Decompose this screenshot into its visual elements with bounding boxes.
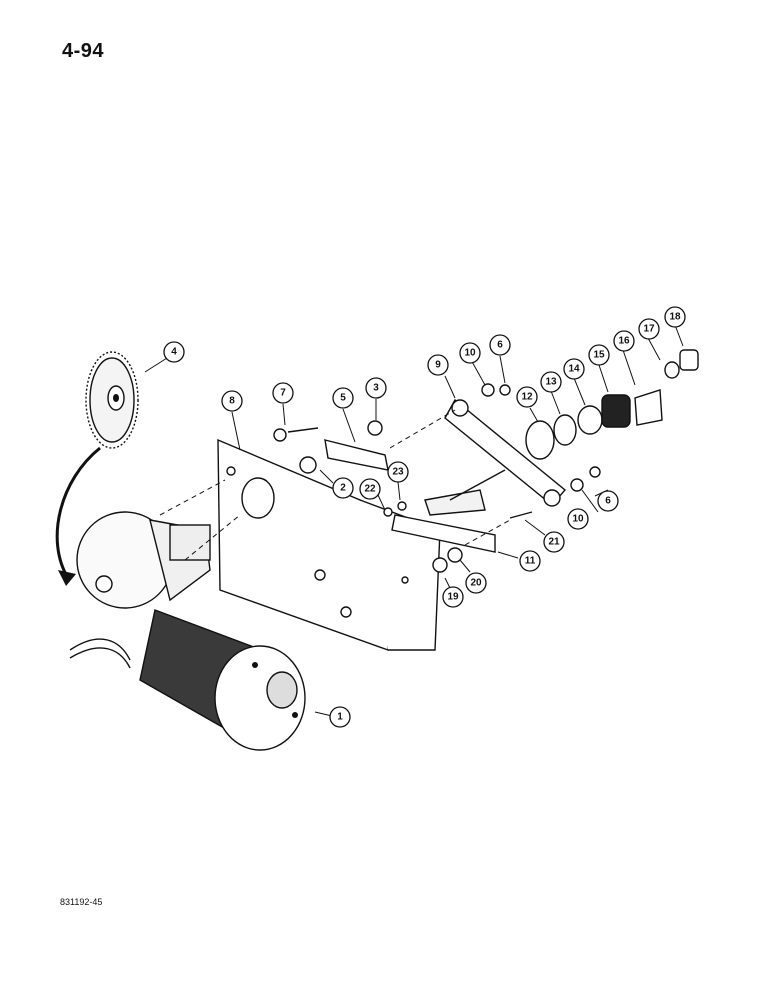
callout-label: 6 (605, 496, 611, 507)
motor-gearbox (69, 511, 211, 669)
callout-2: 2 (332, 477, 354, 499)
assembly-arrowhead (58, 570, 76, 586)
callout-20: 20 (465, 572, 487, 594)
callout-5: 5 (332, 387, 354, 409)
callout-label: 14 (568, 364, 580, 375)
callout-13: 13 (540, 371, 562, 393)
callout-3: 3 (365, 377, 387, 399)
callout-label: 1 (337, 712, 343, 723)
callout-label: 11 (525, 556, 536, 567)
callout-label: 15 (593, 350, 605, 361)
dashed-assembly-lines (159, 409, 511, 561)
small-hardware (273, 383, 601, 573)
callout-label: 2 (340, 483, 346, 494)
callout-label: 4 (171, 347, 177, 358)
callout-label: 13 (545, 377, 557, 388)
callout-label: 16 (618, 336, 630, 347)
callout-label: 22 (364, 484, 376, 495)
callout-6a: 6 (489, 334, 511, 356)
page-number: 4-94 (62, 40, 105, 62)
callout-16: 16 (613, 330, 635, 352)
drawing-code: 831192-45 (60, 897, 103, 907)
callout-8: 8 (221, 390, 243, 412)
callout-22: 22 (359, 478, 381, 500)
callout-21: 21 (543, 531, 565, 553)
callout-11: 11 (519, 550, 541, 572)
callout-label: 6 (497, 340, 503, 351)
callout-label: 10 (464, 348, 476, 359)
callout-6b: 6 (597, 490, 619, 512)
assembly-arrow (55, 446, 101, 579)
callout-label: 8 (229, 396, 235, 407)
callout-label: 12 (521, 392, 533, 403)
callout-label: 20 (470, 578, 482, 589)
gear-part (85, 351, 139, 449)
callout-17: 17 (638, 318, 660, 340)
callout-label: 5 (340, 393, 346, 404)
callout-4: 4 (163, 341, 185, 363)
callout-label: 21 (548, 537, 560, 548)
callout-7: 7 (272, 382, 294, 404)
callout-15: 15 (588, 344, 610, 366)
callout-label: 3 (373, 383, 379, 394)
callout-18: 18 (664, 306, 686, 328)
washer-stack (525, 349, 699, 460)
callout-23: 23 (387, 461, 409, 483)
callout-1: 1 (329, 706, 351, 728)
callout-label: 10 (572, 514, 584, 525)
callout-label: 7 (280, 388, 286, 399)
callout-14: 14 (563, 358, 585, 380)
callout-10a: 10 (459, 342, 481, 364)
callout-label: 17 (643, 324, 655, 335)
callout-12: 12 (516, 386, 538, 408)
small-bracket (324, 439, 389, 471)
callout-9: 9 (427, 354, 449, 376)
callout-19: 19 (442, 586, 464, 608)
callout-label: 18 (669, 312, 681, 323)
callout-label: 19 (447, 592, 459, 603)
callout-label: 9 (435, 360, 441, 371)
callout-label: 23 (392, 467, 404, 478)
motor-body (139, 609, 306, 751)
callout-10b: 10 (567, 508, 589, 530)
